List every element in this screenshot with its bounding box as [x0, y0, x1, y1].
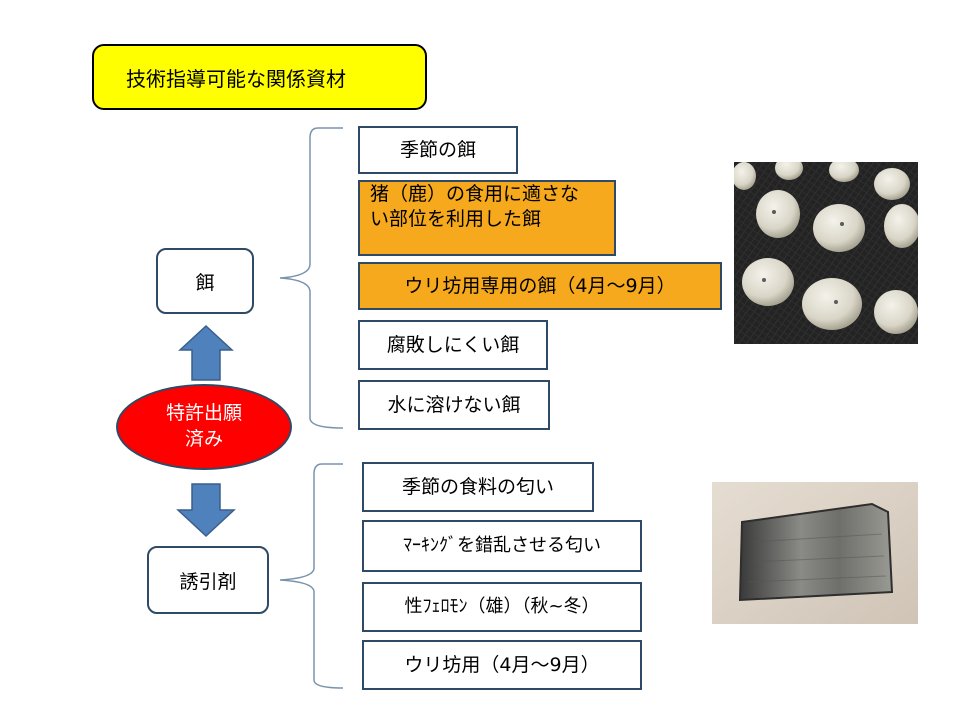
- patent-pending-line2: 済み: [184, 428, 223, 450]
- bait-item-label: 水に溶けない餌: [387, 393, 521, 416]
- attractant-category-label: 誘引剤: [179, 570, 237, 593]
- bait-category: 餌: [156, 248, 254, 314]
- attractant-item-pheromone: 性ﾌｪﾛﾓﾝ（雄）（秋~冬）: [362, 582, 642, 632]
- up-arrow-icon: [178, 324, 234, 381]
- attractant-photo: [712, 482, 918, 624]
- bait-item-water-insoluble: 水に溶けない餌: [358, 380, 550, 430]
- bait-category-label: 餌: [195, 271, 215, 294]
- bait-item-piglet: ウリ坊用専用の餌（4月～9月）: [358, 262, 722, 310]
- slide-title-text: 技術指導可能な関係資材: [126, 66, 346, 91]
- down-arrow-icon: [176, 483, 236, 538]
- attractant-item-label: ウリ坊用（4月～9月）: [404, 653, 600, 676]
- slide-title: 技術指導可能な関係資材: [92, 44, 427, 110]
- attractant-category: 誘引剤: [147, 546, 269, 614]
- bait-item-label: 猪（鹿）の食用に適さな: [370, 183, 580, 205]
- bait-item-label: い部位を利用した餌: [370, 207, 542, 230]
- bait-balls-image: [734, 162, 918, 344]
- patent-pending-line1: 特許出願: [165, 402, 242, 425]
- attractant-item-label: 季節の食料の匂い: [401, 475, 554, 498]
- patent-pending-ellipse: 特許出願 済み: [116, 384, 292, 470]
- attractant-item-seasonal-food: 季節の食料の匂い: [362, 462, 594, 512]
- bait-item-rot-resistant: 腐敗しにくい餌: [358, 320, 548, 370]
- bait-item-seasonal: 季節の餌: [358, 126, 518, 174]
- attractant-item-label: 性ﾌｪﾛﾓﾝ（雄）（秋~冬）: [404, 596, 600, 618]
- bait-photo: [734, 162, 918, 344]
- bait-item-label: ウリ坊用専用の餌（4月～9月）: [404, 274, 676, 297]
- bait-brace: [279, 127, 344, 429]
- attractant-item-piglet: ウリ坊用（4月～9月）: [362, 640, 642, 690]
- bait-item-label: 腐敗しにくい餌: [386, 333, 520, 356]
- attractant-brace: [279, 463, 344, 689]
- attractant-pad-image: [712, 482, 918, 624]
- bait-item-inedible-parts: 猪（鹿）の食用に適さな い部位を利用した餌: [358, 180, 616, 256]
- attractant-item-label: ﾏｰｷﾝｸﾞを錯乱させる匂い: [403, 535, 601, 557]
- attractant-item-marking-confusion: ﾏｰｷﾝｸﾞを錯乱させる匂い: [362, 520, 642, 572]
- bait-item-label: 季節の餌: [399, 138, 476, 161]
